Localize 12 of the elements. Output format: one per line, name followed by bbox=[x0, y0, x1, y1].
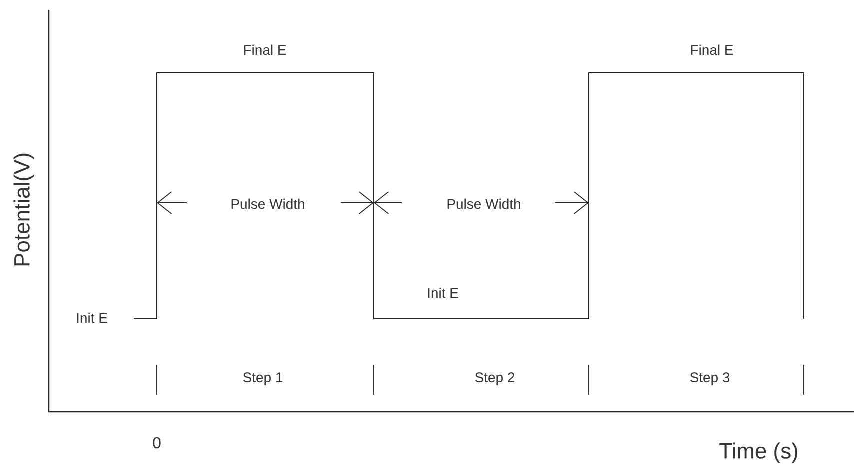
level-label: Final E bbox=[244, 44, 286, 56]
step-label: Step 1 bbox=[243, 372, 283, 386]
level-label: Init E bbox=[77, 312, 108, 324]
level-label: Final E bbox=[691, 44, 734, 56]
axis-tick-label: 0 bbox=[153, 437, 161, 449]
level-label: Init E bbox=[428, 288, 458, 298]
dimension-label: Pulse Width bbox=[448, 198, 520, 210]
dimension-label: Pulse Width bbox=[232, 198, 304, 210]
axis-title: Potential(V) bbox=[14, 154, 34, 266]
step-label: Step 2 bbox=[475, 372, 515, 386]
step-label: Step 3 bbox=[690, 372, 730, 386]
axis-title: Time (s) bbox=[720, 442, 798, 464]
